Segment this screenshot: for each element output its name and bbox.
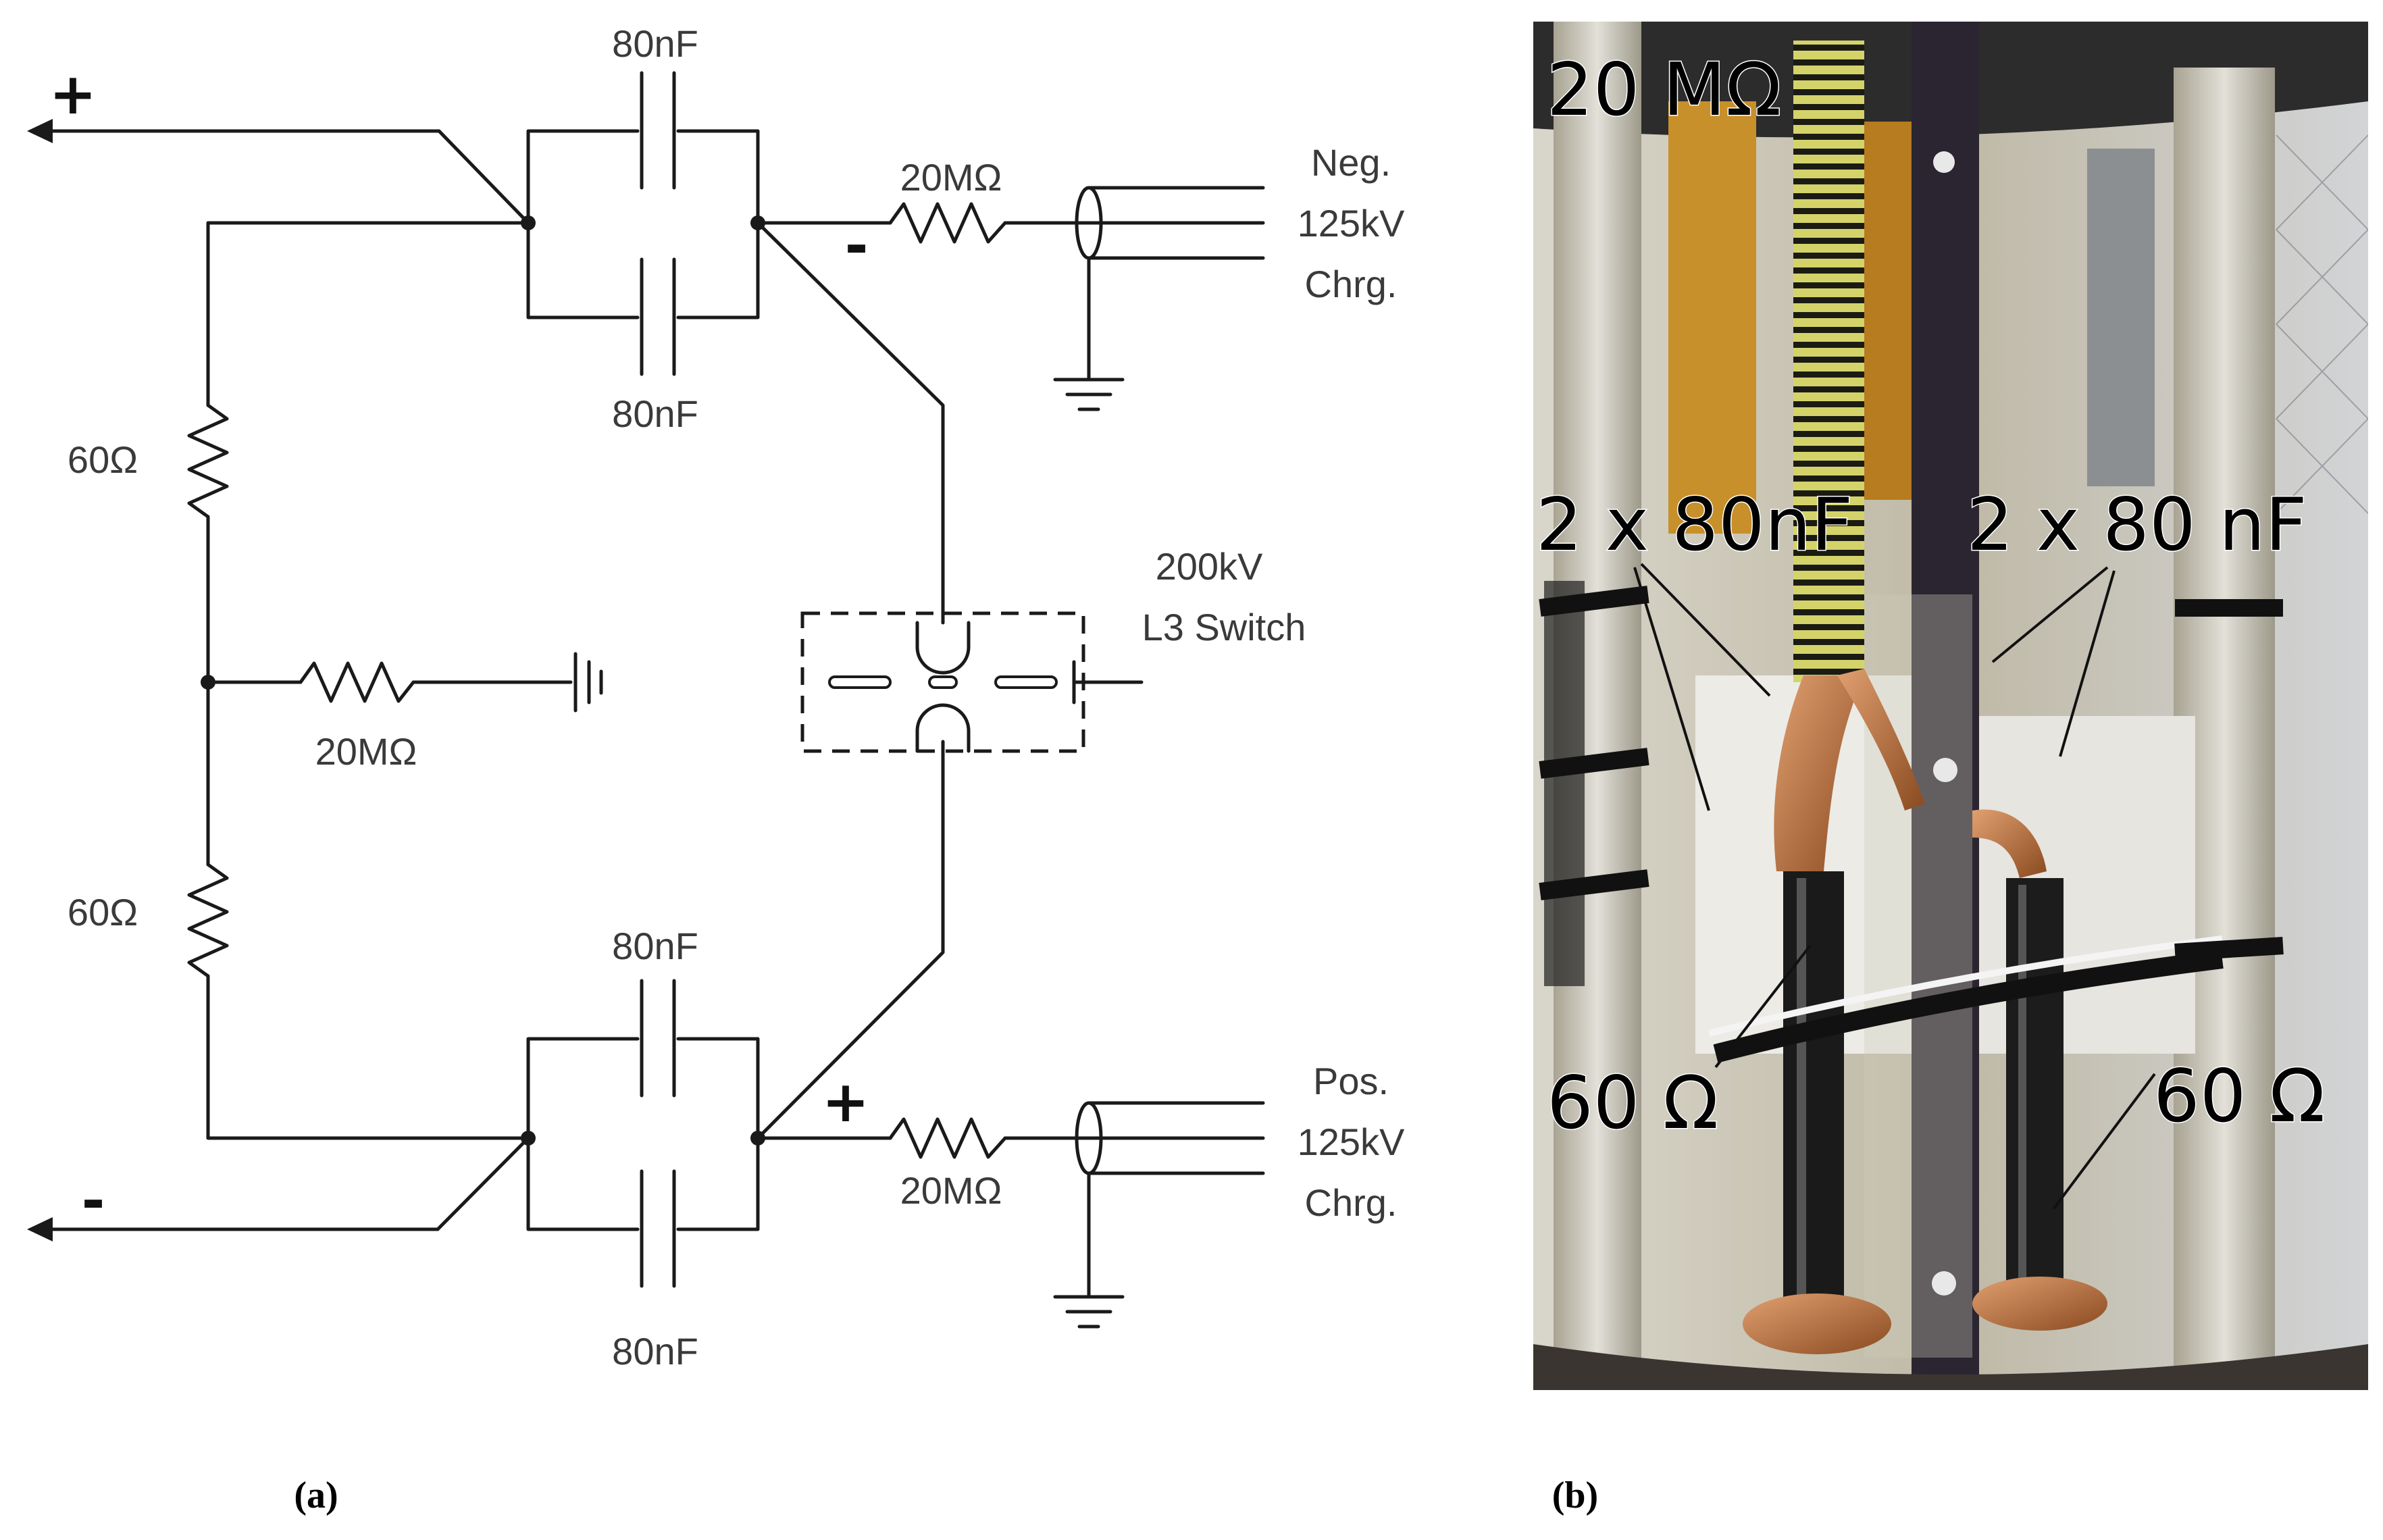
minus-output-label: -	[82, 1167, 105, 1233]
photo-label-60-right: 60 Ω	[2153, 1054, 2325, 1139]
photo-label-caps-right: 2 x 80 nF	[1967, 483, 2307, 567]
resistor-20m-ground	[299, 661, 415, 703]
capacitor-block-right	[1972, 716, 2195, 1054]
photo-labels: 20 MΩ 2 x 80nF 2 x 80 nF 60 Ω 60 Ω	[1535, 47, 2326, 1147]
res-20m-neg-label: 20MΩ	[900, 156, 1002, 199]
resistor-20m-photo	[1793, 41, 1864, 682]
divider-chain	[187, 221, 603, 1140]
cap-bottom-upper-label: 80nF	[612, 925, 698, 967]
circuit-schematic: + - 80nF 80nF	[27, 22, 1405, 1516]
switch-label-line2: L3 Switch	[1142, 606, 1306, 648]
res-20m-ground-label: 20MΩ	[315, 730, 417, 773]
cap-top-lower-label: 80nF	[612, 392, 698, 435]
switch-lead-top	[756, 221, 945, 625]
switch-label-line1: 200kV	[1156, 545, 1263, 588]
bottom-capacitor-bank	[521, 979, 765, 1288]
res-60-top-label: 60Ω	[68, 438, 138, 481]
ground-symbol	[1053, 1295, 1125, 1329]
cap-bottom-lower-label: 80nF	[612, 1330, 698, 1372]
resistor-60-right-photo	[2006, 878, 2064, 1310]
negative-node-sign: -	[845, 212, 869, 278]
central-rod	[1912, 22, 1979, 1390]
ground-symbol	[573, 652, 603, 713]
copper-braid	[1972, 809, 2047, 878]
pos-label-line3: Chrg.	[1305, 1181, 1398, 1224]
switch-lead-bottom	[756, 740, 945, 1140]
positive-charging-branch	[756, 1101, 1265, 1329]
res-60-bottom-label: 60Ω	[68, 891, 138, 933]
resistor-20m-neg	[888, 202, 1007, 244]
top-capacitor-bank	[521, 71, 765, 376]
neg-label-line1: Neg.	[1311, 141, 1391, 184]
positive-node-sign: +	[822, 1069, 869, 1135]
resistor-60-left-photo	[1783, 871, 1844, 1317]
hardware-photo: 20 MΩ 2 x 80nF 2 x 80 nF 60 Ω 60 Ω (b)	[1533, 22, 2368, 1516]
plus-output-label: +	[49, 61, 97, 127]
copper-braid	[1837, 669, 1925, 811]
annotation-arrows	[1633, 563, 2156, 1210]
resistor-60-top	[187, 403, 229, 519]
resistor-20m-pos	[888, 1117, 1007, 1159]
positive-output-arrow	[27, 119, 530, 225]
negative-output-arrow	[27, 1136, 530, 1241]
pos-label-line1: Pos.	[1313, 1060, 1389, 1102]
photo-label-caps-left: 2 x 80nF	[1536, 483, 1853, 567]
resistor-60-bottom	[187, 863, 229, 978]
copper-braid	[1774, 675, 1864, 871]
panel-a-caption: (a)	[294, 1474, 338, 1516]
res-20m-pos-label: 20MΩ	[900, 1169, 1002, 1212]
neg-label-line3: Chrg.	[1305, 263, 1398, 305]
negative-charging-branch	[756, 186, 1265, 411]
panel-b-caption: (b)	[1552, 1474, 1598, 1516]
pos-label-line2: 125kV	[1298, 1121, 1405, 1163]
cap-top-upper-label: 80nF	[612, 22, 698, 65]
ground-symbol	[1053, 378, 1125, 411]
neg-label-line2: 125kV	[1298, 202, 1405, 245]
l3-switch	[800, 611, 1144, 753]
photo-label-20m: 20 MΩ	[1547, 48, 1781, 132]
photo-label-60-left: 60 Ω	[1547, 1061, 1718, 1146]
